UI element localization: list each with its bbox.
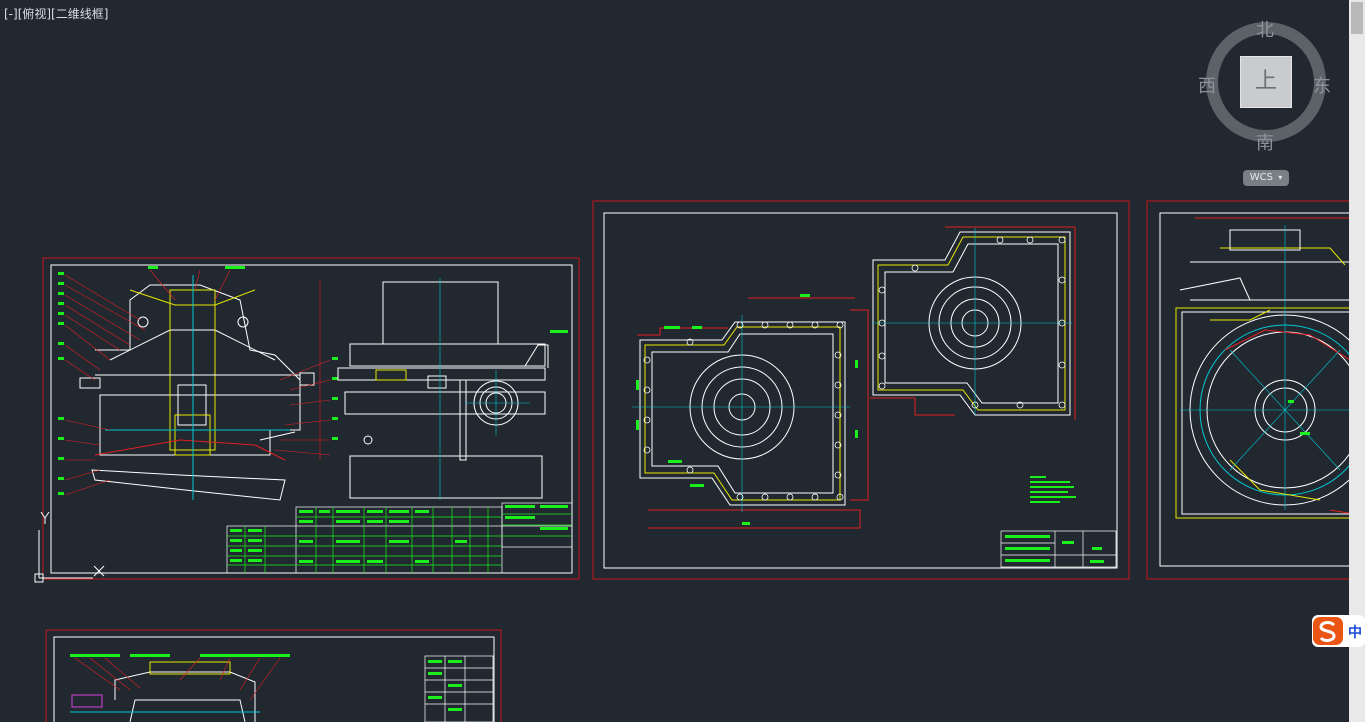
ucs-axis-icon	[34, 511, 105, 583]
compass-east[interactable]: 东	[1313, 76, 1331, 97]
title-block-2	[1000, 530, 1117, 568]
notes-text	[1030, 476, 1076, 503]
parts-table	[226, 502, 573, 574]
sheet-lower-drawing	[45, 629, 502, 722]
viewcube[interactable]: 北 南 东 西 上 WCS ▾	[1195, 14, 1335, 192]
compass-west[interactable]: 西	[1198, 76, 1216, 97]
crusher-section	[79, 275, 315, 501]
ime-mode-label: 中	[1348, 625, 1362, 641]
plate-right-bolts	[878, 236, 1066, 409]
plate-view-right	[870, 226, 1076, 420]
parts-table-text	[230, 505, 568, 563]
side-view-center-lines	[439, 278, 530, 500]
vertical-scrollbar[interactable]	[1349, 0, 1365, 722]
sheet-cover-drawing	[1146, 200, 1349, 580]
compass-north[interactable]: 北	[1256, 20, 1274, 41]
leader-lines	[64, 269, 331, 496]
wcs-menu-icon: ▾	[1278, 173, 1283, 182]
plate-left-center-lines	[632, 315, 850, 512]
side-view-yellow	[375, 369, 407, 381]
plate-right-center-lines	[872, 228, 1072, 415]
viewcube-top-face[interactable]: 上	[1240, 56, 1292, 108]
ime-status-badge[interactable]: 中	[1312, 615, 1365, 647]
sogou-ime-icon	[1312, 615, 1365, 647]
scrollbar-thumb[interactable]	[1351, 2, 1363, 34]
viewport-control-label[interactable]: [-][俯视][二维线框]	[4, 7, 109, 21]
crusher-side-view	[337, 281, 549, 499]
compass-south[interactable]: 南	[1256, 133, 1274, 154]
sheet-frame-drawing	[592, 200, 1130, 580]
plate-left-bolts	[643, 321, 844, 501]
wcs-label: WCS	[1249, 172, 1273, 183]
sheet-assembly-drawing	[42, 257, 580, 580]
plate-left-dims	[636, 294, 858, 525]
leader-labels	[58, 266, 568, 495]
wcs-menu-button[interactable]: WCS ▾	[1243, 170, 1289, 186]
viewcube-compass-ring[interactable]	[1195, 14, 1335, 164]
plate-view-left	[637, 297, 869, 529]
title-block-2-text	[1005, 535, 1104, 563]
